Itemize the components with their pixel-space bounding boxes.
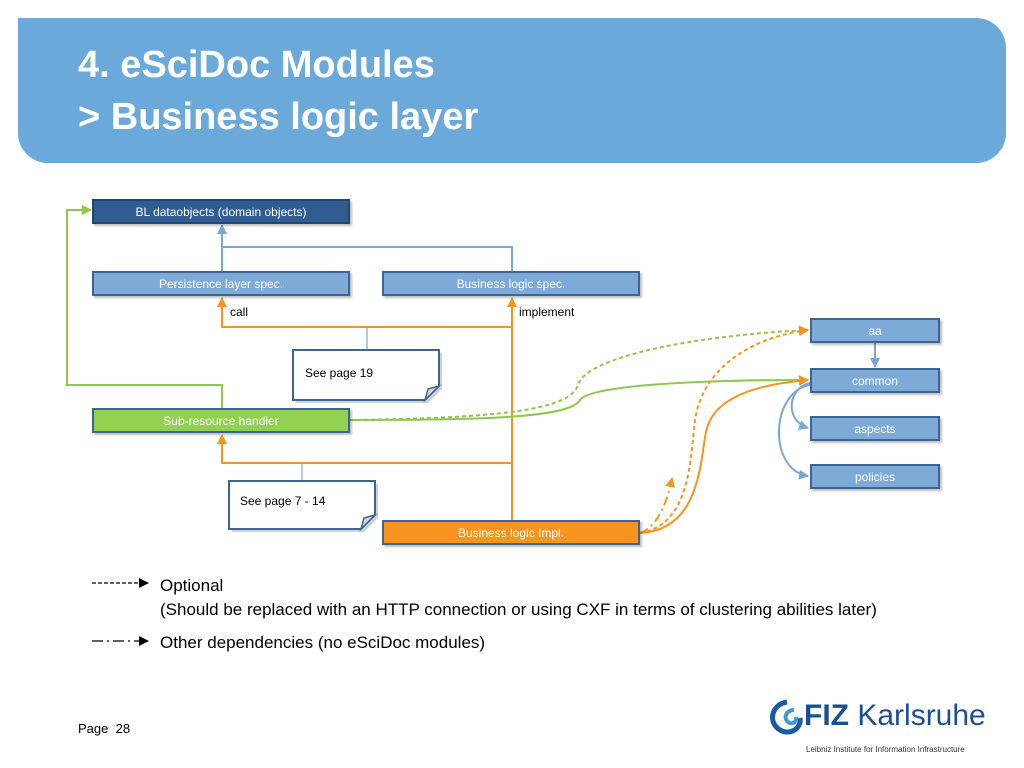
impl-call-persistence-arrow <box>217 297 512 328</box>
handler-to-aa-dashed-arrow <box>349 325 809 421</box>
sub-resource-handler-box: Sub-resource handler <box>92 408 350 433</box>
fiz-logo-icon <box>770 699 803 735</box>
title-banner <box>18 18 1006 163</box>
module-aa-box: aa <box>810 318 940 343</box>
module-policies-box: policies <box>810 464 940 489</box>
impl-to-aa-dashed-arrow <box>639 326 809 534</box>
note-page7-14-fold <box>359 513 378 532</box>
business-logic-spec-box: Business logic spec. <box>382 271 640 296</box>
slide-title-line1: 4. eSciDoc Modules <box>78 44 435 86</box>
note-page19-fold <box>423 384 442 403</box>
spec-join-line <box>222 246 513 271</box>
impl-other-dependency-arrow <box>639 477 676 534</box>
legend-other-dependencies: Other dependencies (no eSciDoc modules) <box>160 633 486 652</box>
note-page19-text: See page 19 <box>305 366 374 380</box>
fiz-logo-wordmark: FIZ Karlsruhe <box>804 699 986 733</box>
logo-subtitle: Leibniz Institute for Information Infras… <box>806 745 965 754</box>
page-number: 28 <box>115 721 131 736</box>
page-number-footer: Page 28 <box>78 721 130 736</box>
slide-title-line2: > Business logic layer <box>78 96 479 138</box>
implement-label: implement <box>519 305 575 319</box>
page-label: Page <box>78 721 109 736</box>
logo-name-text: Karlsruhe <box>857 699 986 732</box>
business-logic-impl-box: Business logic Impl. <box>382 520 640 545</box>
legend-optional-note: (Should be replaced with an HTTP connect… <box>160 600 877 619</box>
module-common-box: common <box>810 368 940 393</box>
call-label: call <box>230 305 249 319</box>
persistence-spec-box: Persistence layer spec. <box>92 271 350 296</box>
note-page7-14-text: See page 7 - 14 <box>240 494 326 508</box>
common-to-policies-arrow <box>778 384 811 480</box>
impl-to-handler-arrow <box>217 434 512 464</box>
impl-to-common-arrow <box>639 375 809 534</box>
bl-dataobjects-box: BL dataobjects (domain objects) <box>92 199 350 224</box>
logo-bold-text: FIZ <box>804 699 849 732</box>
legend-optional-title: Optional <box>160 576 224 595</box>
module-aspects-box: aspects <box>810 416 940 441</box>
handler-to-dataobjects-arrow <box>66 205 223 408</box>
common-to-aspects-arrow <box>790 382 811 430</box>
